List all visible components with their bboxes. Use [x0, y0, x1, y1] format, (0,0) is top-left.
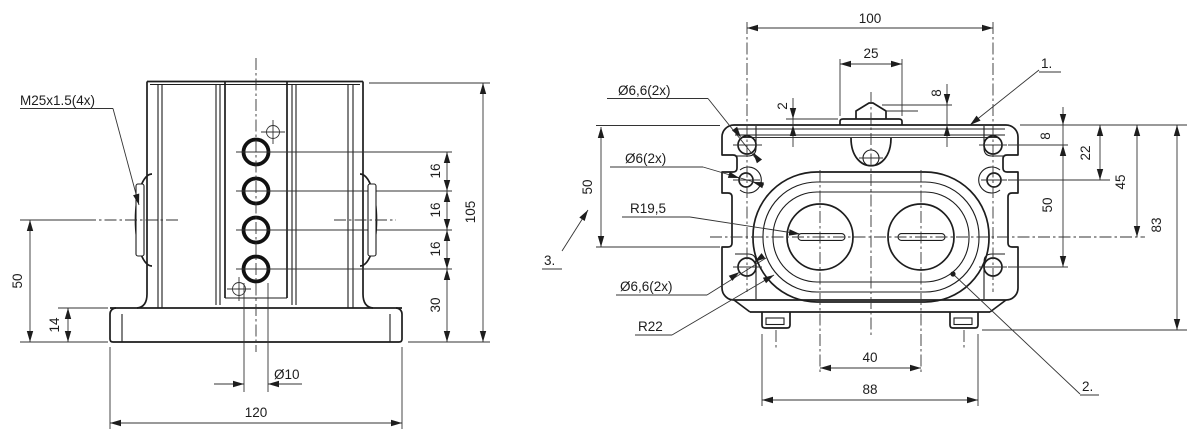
label-hole-mid: Ø6(2x)	[625, 151, 666, 166]
dim-120: 120	[245, 405, 268, 420]
datum-target-top	[261, 120, 285, 144]
thread-label: M25x1.5(4x)	[20, 93, 95, 108]
foot-right	[949, 312, 979, 329]
dim-83: 83	[1149, 217, 1164, 232]
top-view-centerlines	[710, 22, 1145, 374]
dim-45: 45	[1113, 174, 1128, 189]
dim-16-2: 16	[428, 202, 443, 217]
dim-50-left: 50	[580, 179, 595, 194]
front-view: 16 16 16 30 105 50 14 Ø10 120 M25x1.5(4x…	[10, 58, 490, 429]
dim-diameter-10: Ø10	[274, 367, 300, 382]
dim-25: 25	[863, 46, 878, 61]
label-hole-bottom: Ø6,6(2x)	[620, 279, 673, 294]
top-view-geometry	[721, 102, 1019, 329]
dim-22: 22	[1078, 145, 1093, 160]
front-view-geometry	[109, 80, 452, 343]
coil-circle-right	[887, 203, 955, 271]
dim-2: 2	[775, 102, 790, 110]
dim-50-front: 50	[10, 273, 25, 288]
dim-30: 30	[428, 297, 443, 312]
dimension-arrows	[26, 83, 487, 427]
dim-16-3: 16	[428, 241, 443, 256]
dim-16-1: 16	[428, 163, 443, 178]
dim-105: 105	[463, 201, 478, 224]
dim-100: 100	[859, 11, 882, 26]
callout-1: 1.	[1041, 56, 1052, 71]
callout-2: 2.	[1082, 379, 1093, 394]
top-view-dimensions: 100 25 2 8 8 50 22 45 83 50 40 88	[580, 11, 1187, 406]
datum-target-bottom	[227, 277, 251, 301]
label-radius-inner: R19,5	[630, 201, 666, 216]
top-view: 100 25 2 8 8 50 22 45 83 50 40 88 Ø6,6(2…	[542, 11, 1187, 406]
dim-88: 88	[862, 382, 877, 397]
front-view-labels: M25x1.5(4x)	[20, 93, 143, 206]
front-view-dimensions: 16 16 16 30 105 50 14 Ø10 120	[10, 82, 490, 429]
dim-8-top: 8	[929, 89, 944, 97]
dim-40: 40	[862, 350, 877, 365]
dim-14: 14	[47, 317, 62, 333]
callout-3: 3.	[544, 253, 555, 268]
label-hole-top: Ø6,6(2x)	[618, 83, 671, 98]
foot-left	[761, 312, 791, 329]
dimension-arrows-top	[597, 24, 1181, 404]
label-radius-outer: R22	[638, 319, 663, 334]
top-view-labels: Ø6,6(2x) Ø6(2x) R19,5 Ø6,6(2x) R22	[542, 56, 1099, 396]
dim-8-side: 8	[1038, 132, 1053, 140]
dim-50-side: 50	[1040, 197, 1055, 212]
front-view-centerlines	[84, 58, 396, 352]
